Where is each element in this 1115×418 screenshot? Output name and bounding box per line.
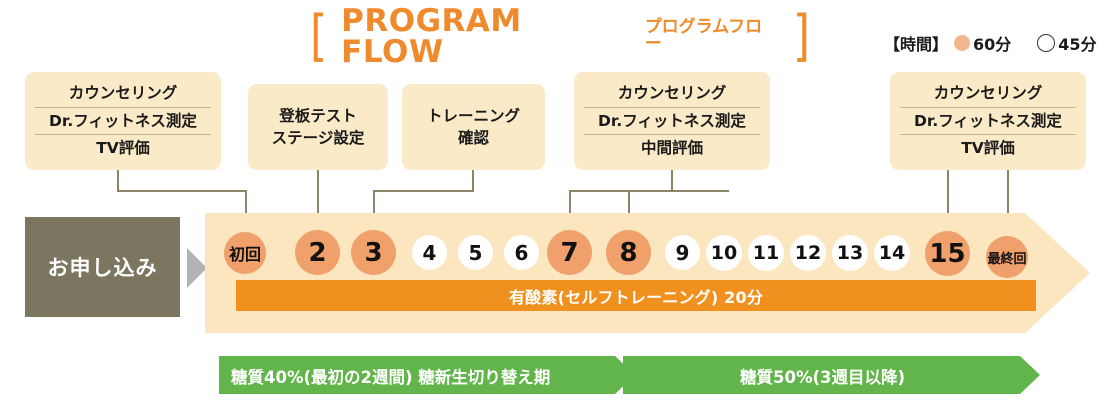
card-line: Dr.フィットネス測定	[35, 110, 211, 136]
session-circle-3[interactable]: 3	[351, 230, 396, 275]
legend-text-60: 60分	[973, 35, 1012, 54]
session-label: 13	[836, 242, 864, 264]
connector-card1-b	[117, 190, 247, 192]
card-line: 登板テスト	[279, 106, 357, 125]
session-label: 7	[560, 237, 579, 268]
phase-1-label: 糖質40%(最初の2週間) 糖新生切り替え期	[231, 368, 551, 387]
entry-arrow-icon	[187, 248, 207, 288]
session-label: 2	[308, 237, 327, 268]
card-line: 確認	[457, 129, 489, 147]
card-line: カウンセリング	[35, 82, 211, 108]
card-line: ステージ設定	[271, 129, 365, 147]
card-training-check: トレーニング 確認	[402, 84, 545, 170]
session-label: 11	[752, 242, 780, 264]
session-circle-15[interactable]: 15	[925, 231, 970, 276]
connector-card5-a	[947, 170, 949, 232]
connector-card4-b	[569, 190, 729, 192]
session-label: 4	[422, 240, 437, 265]
session-circle-14[interactable]: 14	[874, 235, 910, 271]
connector-card3-a	[472, 170, 474, 192]
bracket-right-icon: ]	[792, 4, 810, 69]
card-line: カウンセリング	[900, 82, 1076, 108]
connector-card3-b	[373, 190, 474, 192]
session-label: 5	[468, 240, 483, 265]
session-circle-11[interactable]: 11	[748, 235, 784, 271]
card-counseling-midterm: カウンセリング Dr.フィットネス測定 中間評価	[574, 72, 770, 170]
legend-text-45: 45分	[1058, 35, 1097, 54]
card-counseling-tv-2: カウンセリング Dr.フィットネス測定 TV評価	[890, 72, 1086, 170]
session-label: 10	[710, 242, 738, 264]
session-circle-7[interactable]: 7	[547, 230, 592, 275]
session-label: 3	[364, 237, 383, 268]
phase-chevrons	[205, 356, 1048, 394]
session-circle-final[interactable]: 最終回	[986, 236, 1028, 278]
session-label: 12	[794, 242, 822, 264]
filled-circle-icon	[954, 35, 971, 51]
entry-block: お申し込み	[25, 217, 180, 317]
session-circle-8[interactable]: 8	[606, 230, 651, 275]
legend-label: 【時間】	[884, 35, 949, 54]
session-circle-12[interactable]: 12	[790, 235, 826, 271]
aerobic-bar: 有酸素(セルフトレーニング) 20分	[236, 280, 1036, 311]
session-circle-6[interactable]: 6	[504, 235, 539, 270]
session-label: 6	[514, 240, 529, 265]
card-line: 中間評価	[640, 139, 703, 158]
card-line: カウンセリング	[584, 82, 760, 108]
session-circle-10[interactable]: 10	[706, 235, 742, 271]
session-label: 15	[929, 238, 966, 269]
legend-item-60: 60分	[954, 31, 1011, 55]
card-line: トレーニング	[426, 106, 520, 125]
card-line: TV評価	[96, 139, 150, 158]
session-label: 8	[619, 237, 638, 268]
card-stage-test: 登板テスト ステージ設定	[248, 84, 388, 170]
card-line: Dr.フィットネス測定	[584, 110, 760, 136]
card-counseling-tv-1: カウンセリング Dr.フィットネス測定 TV評価	[25, 72, 221, 170]
card-line: Dr.フィットネス測定	[900, 110, 1076, 136]
card-line: TV評価	[961, 139, 1015, 158]
session-circle-13[interactable]: 13	[832, 235, 868, 271]
session-circle-2[interactable]: 2	[295, 230, 340, 275]
bracket-left-icon: [	[310, 4, 328, 69]
session-label: 9	[675, 240, 690, 265]
session-circle-9[interactable]: 9	[665, 235, 700, 270]
session-circle-5[interactable]: 5	[458, 235, 493, 270]
session-circle-first[interactable]: 初回	[224, 232, 266, 274]
session-label: 14	[878, 242, 906, 264]
page-title: [ PROGRAM FLOW プログラムフロー ]	[310, 6, 810, 68]
connector-card4-a	[671, 170, 673, 192]
phase-2-label: 糖質50%(3週目以降)	[740, 368, 906, 387]
aerobic-bar-label: 有酸素(セルフトレーニング) 20分	[508, 287, 764, 307]
legend-item-45: 45分	[1037, 31, 1097, 55]
phase-chevrons-shape	[219, 356, 1040, 394]
session-label: 最終回	[987, 251, 1027, 267]
title-subtitle: プログラムフロー	[644, 17, 763, 54]
connector-card5-b	[1007, 170, 1009, 236]
title-main: PROGRAM FLOW	[341, 3, 522, 70]
session-circle-4[interactable]: 4	[412, 235, 447, 270]
connector-card1-a	[117, 170, 119, 192]
connector-card2	[317, 170, 319, 236]
empty-circle-icon	[1037, 34, 1056, 52]
session-label: 初回	[228, 245, 261, 264]
duration-legend: 【時間】 60分 45分	[884, 31, 1097, 55]
entry-label: お申し込み	[47, 256, 158, 280]
